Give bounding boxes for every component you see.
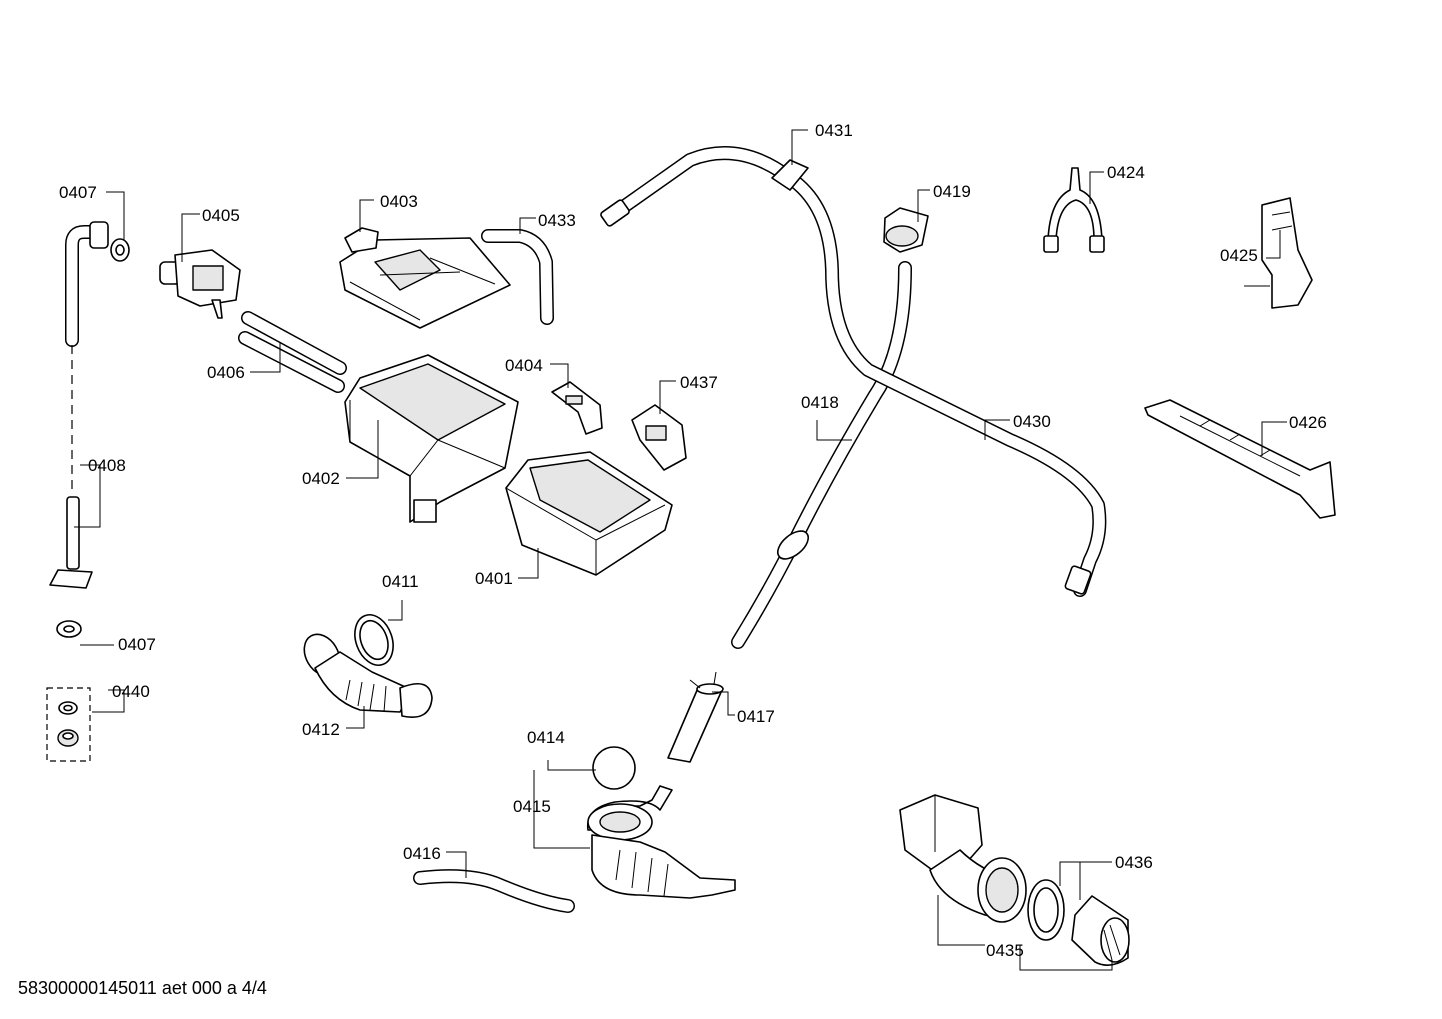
part-labels: 0407 0405 0403 0433 0431 0419 0424 0425 … [59,121,1327,960]
part-0402-dispenser-housing [344,354,519,523]
label-0419: 0419 [933,182,971,201]
label-0431: 0431 [815,121,853,140]
label-0424: 0424 [1107,163,1145,182]
part-0405-inlet-valve [159,249,241,319]
part-0433-hose [481,229,554,325]
part-0404-clip [551,381,603,435]
leader-lines [74,129,1287,971]
label-0403: 0403 [380,192,418,211]
part-0435-drain-pump [899,794,1027,923]
label-0406: 0406 [207,363,245,382]
label-0404: 0404 [505,356,543,375]
label-0418: 0418 [801,393,839,412]
part-0401-detergent-drawer [505,451,673,576]
part-0411-seal-ring [354,614,394,666]
part-0426-rail [1144,399,1336,519]
part-0417-air-trap [667,671,724,763]
label-0436: 0436 [1115,853,1153,872]
label-0407-top: 0407 [59,183,97,202]
part-0440-kit [46,687,91,762]
part-0403-dispenser-top [339,227,511,329]
label-0435: 0435 [986,941,1024,960]
part-0414-ball [592,746,636,790]
label-0402: 0402 [302,469,340,488]
label-0415: 0415 [513,797,551,816]
part-0407-elbow-hose [65,221,130,347]
part-0416-hose [413,869,575,913]
part-0407-washer-lower [56,620,82,638]
part-0436-seal-filter [1027,879,1130,966]
label-0408: 0408 [88,456,126,475]
label-0407-bottom: 0407 [118,635,156,654]
label-0411: 0411 [382,572,419,591]
part-0431-clip [771,159,809,191]
part-0418-pressure-hose [731,261,912,649]
label-0437: 0437 [680,373,718,392]
label-0401: 0401 [475,569,513,588]
part-0419-pressure-switch [883,207,929,253]
label-0416: 0416 [403,844,441,863]
part-0406-tubes [238,311,347,393]
label-0412: 0412 [302,720,340,739]
part-0424-bracket [1043,167,1105,253]
label-0414: 0414 [527,728,565,747]
part-0412-bellows-hose [303,633,433,718]
label-0433: 0433 [538,211,576,230]
label-0425: 0425 [1220,246,1258,265]
part-0430-long-hose [600,146,1107,597]
part-0415-sump-hose [586,785,736,899]
document-id-footer: 58300000145011 aet 000 a 4/4 [18,978,267,998]
label-0426: 0426 [1289,413,1327,432]
label-0405: 0405 [202,206,240,225]
label-0430: 0430 [1013,412,1051,431]
label-0417: 0417 [737,707,775,726]
part-0408-connector [49,496,93,589]
part-0425-bracket [1261,197,1313,309]
part-0437-siphon [631,404,687,471]
label-0440: 0440 [112,682,150,701]
